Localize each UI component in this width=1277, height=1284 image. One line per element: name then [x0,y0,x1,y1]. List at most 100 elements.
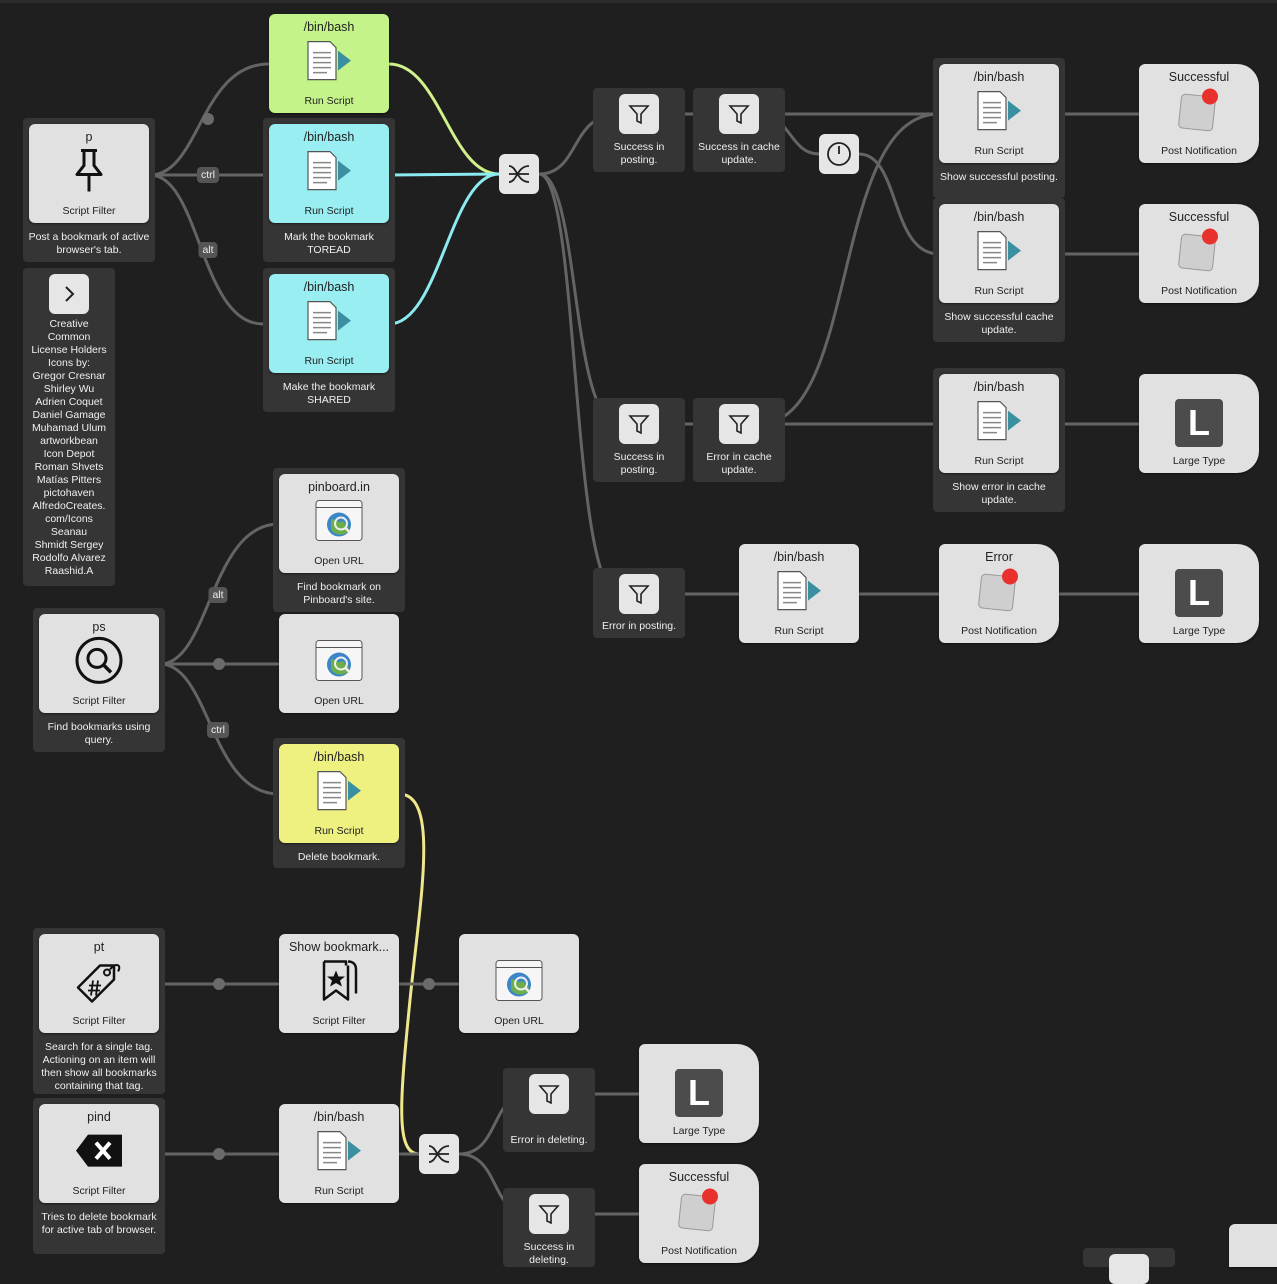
delay-node[interactable] [819,134,859,174]
junction-node[interactable] [419,1134,459,1174]
script-language: /bin/bash [313,1110,365,1124]
script-language: /bin/bash [773,550,825,564]
large-type-icon: L [675,1068,723,1117]
tag-icon [74,957,124,1008]
junction-node[interactable] [499,154,539,194]
wire-dot [213,658,225,670]
filter-group: Success in posting. [593,398,685,482]
run-script-icon [305,300,353,345]
wire-dot [213,1148,225,1160]
post-notification-node[interactable]: Successful Post Notification [1139,64,1259,163]
run-script-node[interactable]: /bin/bash Run Script [269,274,389,373]
large-type-glyph: L [1188,571,1210,613]
node-type-label: Post Notification [1161,145,1237,157]
credits-line: Icon Depot [43,448,95,460]
node-caption: Tries to delete bookmark for active tab … [41,1211,157,1236]
run-script-icon [975,230,1023,275]
filter-icon[interactable] [1109,1254,1149,1284]
post-notification-node[interactable]: Error Post Notification [939,544,1059,643]
script-filter-node-show-bookmarks[interactable]: Show bookmark... Script Filter [279,934,399,1033]
large-type-icon: L [1175,568,1223,617]
credits-line: com/Icons [45,513,93,525]
filter-caption: Success in posting. [613,141,665,166]
bookmark-star-icon [316,957,362,1008]
url-title: pinboard.in [308,480,370,494]
node-caption: Post a bookmark of active browser's tab. [28,231,150,256]
large-type-icon: L [1175,398,1223,447]
filter-caption: Success in cache update. [698,141,780,166]
node-type-label: Script Filter [312,1015,366,1027]
notification-title: Error [985,550,1013,564]
run-script-node[interactable]: /bin/bash Run Script [279,1104,399,1203]
browser-globe-icon [315,499,363,546]
script-language: /bin/bash [303,280,355,294]
credits-line: Adrien Coquet [35,396,103,408]
filter-icon[interactable] [719,404,759,444]
search-icon [74,635,124,690]
node-type-label: Post Notification [961,625,1037,637]
credits-line: Shirley Wu [43,383,95,395]
run-script-node[interactable]: /bin/bash Run Script [939,64,1059,163]
open-url-node[interactable]: Open URL [459,934,579,1033]
script-filter-node-p[interactable]: p Script Filter [29,124,149,223]
open-url-node[interactable]: Open URL [279,614,399,713]
modifier-badge-alt: alt [208,587,228,603]
filter-icon[interactable] [619,94,659,134]
post-notification-node[interactable]: Successful Post Notification [1139,204,1259,303]
large-type-node[interactable]: L Large Type [1139,374,1259,473]
large-type-node[interactable]: L Large Type [639,1044,759,1143]
run-script-icon [305,150,353,195]
wire [398,792,426,1156]
run-script-node[interactable]: /bin/bash Run Script [279,744,399,843]
wire [388,172,500,177]
node-caption: Mark the bookmark TOREAD [284,231,374,256]
filter-group: Error in cache update. [693,398,785,482]
run-script-node[interactable]: /bin/bash Run Script [739,544,859,643]
delete-key-icon [74,1132,124,1173]
run-script-node[interactable]: /bin/bash Run Script [939,374,1059,473]
partial-node[interactable] [1229,1224,1277,1267]
filter-caption: Error in posting. [601,620,677,632]
browser-globe-icon [495,959,543,1006]
script-filter-node-ps[interactable]: ps Script Filter [39,614,159,713]
wire-dot [423,978,435,990]
node-type-label: Run Script [304,355,354,367]
chevron-right-icon[interactable] [49,274,89,314]
script-language: /bin/bash [303,20,355,34]
run-script-icon [315,770,363,815]
script-language: /bin/bash [973,70,1025,84]
filter-icon[interactable] [619,574,659,614]
run-script-node[interactable]: /bin/bash Run Script [269,124,389,223]
node-caption: Search for a single tag. Actioning on an… [41,1041,157,1092]
node-caption: Delete bookmark. [297,851,381,863]
script-language: /bin/bash [303,130,355,144]
credits-line: Muhamad Ulum [31,422,107,434]
run-script-node[interactable]: /bin/bash Run Script [939,204,1059,303]
large-type-node[interactable]: L Large Type [1139,544,1259,643]
browser-globe-icon [315,639,363,686]
node-type-label: Open URL [314,695,364,707]
script-filter-node-pt[interactable]: pt Script Filter [39,934,159,1033]
script-filter-node-pind[interactable]: pind Script Filter [39,1104,159,1203]
node-type-label: Script Filter [72,1185,126,1197]
filter-caption: Error in cache update. [706,451,772,476]
node-type-label: Run Script [304,205,354,217]
wire [858,152,940,256]
run-script-icon [975,400,1023,445]
node-type-label: Script Filter [72,1015,126,1027]
credits-line: Roman Shvets [34,461,104,473]
credits-line: AlfredoCreates. [32,500,106,512]
partial-filter-group [1083,1248,1175,1284]
filter-icon[interactable] [619,404,659,444]
filter-icon[interactable] [529,1194,569,1234]
credits-line: Raashid.A [44,565,94,577]
filter-icon[interactable] [719,94,759,134]
node-caption: Make the bookmark SHARED [282,381,376,406]
open-url-node[interactable]: pinboard.in Open URL [279,474,399,573]
notification-title: Successful [1168,210,1230,224]
filter-icon[interactable] [529,1074,569,1114]
run-script-node[interactable]: /bin/bash Run Script [269,14,389,113]
post-notification-node[interactable]: Successful Post Notification [639,1164,759,1263]
